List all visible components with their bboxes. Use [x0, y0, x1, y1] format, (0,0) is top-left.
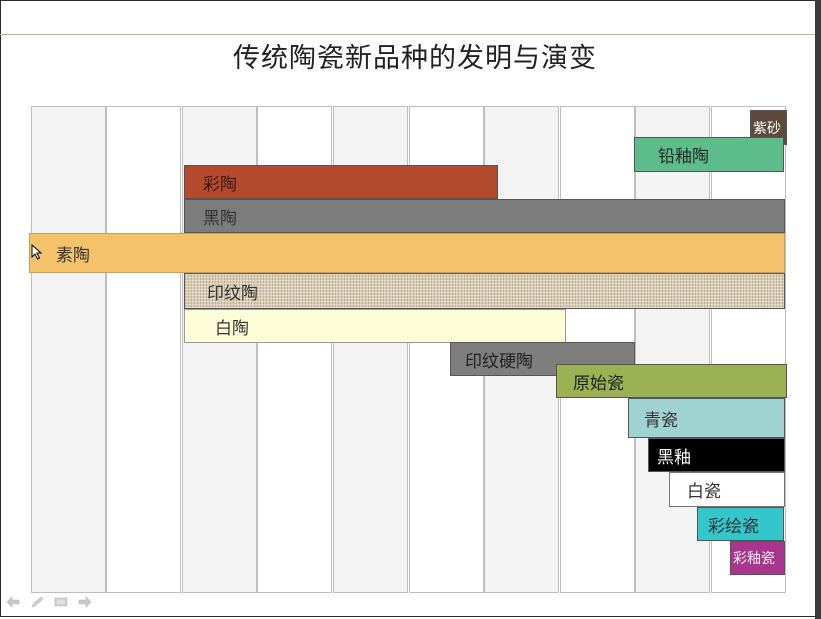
bar-label: 青瓷 — [644, 410, 678, 431]
bar-qingci: 青瓷 — [628, 398, 785, 438]
next-icon[interactable] — [78, 596, 92, 608]
previous-icon[interactable] — [6, 596, 20, 608]
window-edge — [815, 0, 821, 619]
bar-heiyou: 黑釉 — [648, 438, 785, 472]
bar-label: 彩釉瓷 — [733, 551, 775, 567]
bar-heitao: 黑陶 — [184, 199, 785, 233]
header-rule — [0, 34, 815, 35]
bar-baici: 白瓷 — [669, 472, 785, 507]
bar-label: 黑陶 — [203, 208, 237, 229]
bar-label: 白陶 — [215, 318, 249, 339]
bar-qianyoutao: 铅釉陶 — [634, 137, 784, 172]
bar-label: 彩陶 — [203, 174, 237, 195]
bar-label: 印纹陶 — [207, 283, 258, 304]
timeline-column — [31, 106, 106, 593]
bar-caihuici: 彩绘瓷 — [697, 507, 784, 541]
bar-label: 原始瓷 — [573, 373, 624, 394]
timeline-column — [106, 106, 181, 593]
bar-caiyouci: 彩釉瓷 — [730, 541, 785, 575]
bar-label: 印纹硬陶 — [465, 351, 533, 372]
menu-icon[interactable] — [54, 596, 68, 608]
slideshow-toolbar — [6, 594, 106, 610]
pen-icon[interactable] — [30, 596, 44, 608]
slide-title: 传统陶瓷新品种的发明与演变 — [233, 43, 597, 74]
bar-label: 素陶 — [56, 245, 90, 266]
bar-sutao: 素陶 — [29, 233, 785, 273]
bar-caitao: 彩陶 — [184, 165, 498, 199]
bar-yinwentao: 印纹陶 — [184, 273, 785, 309]
bar-label: 彩绘瓷 — [708, 516, 759, 537]
bar-yuanshici: 原始瓷 — [556, 364, 787, 398]
bar-baitao: 白陶 — [184, 309, 566, 343]
bar-label: 黑釉 — [657, 447, 691, 468]
bar-label: 白瓷 — [687, 482, 721, 502]
bar-label: 紫砂 — [753, 120, 781, 137]
bar-label: 铅釉陶 — [658, 147, 709, 167]
mouse-pointer-icon — [31, 244, 43, 260]
